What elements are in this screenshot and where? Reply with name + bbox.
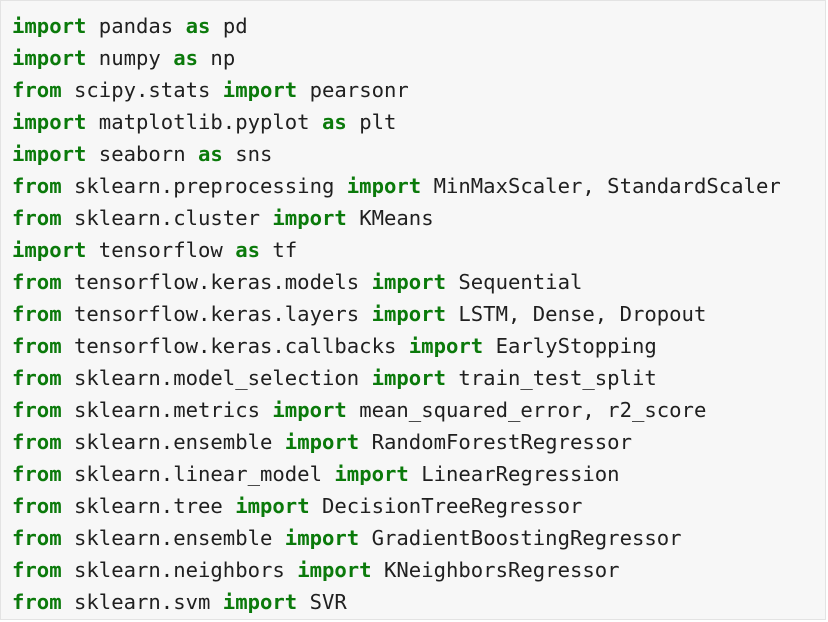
code-keyword: as xyxy=(321,110,347,134)
code-keyword: import xyxy=(371,302,446,326)
code-keyword: import xyxy=(334,462,409,486)
code-text: mean_squared_error, r2_score xyxy=(346,398,707,422)
code-keyword: import xyxy=(284,526,360,550)
code-keyword: from xyxy=(12,590,62,614)
code-keyword: import xyxy=(222,78,298,102)
code-text: tensorflow.keras.models xyxy=(61,270,372,294)
code-keyword: from xyxy=(12,334,62,358)
code-keyword: import xyxy=(12,238,87,262)
code-keyword: import xyxy=(284,430,360,454)
code-keyword: import xyxy=(222,590,298,614)
code-line: import matplotlib.pyplot as plt xyxy=(12,106,781,138)
code-keyword: import xyxy=(12,110,87,134)
code-keyword: from xyxy=(12,366,62,390)
code-text: matplotlib.pyplot xyxy=(86,110,322,134)
code-text: sklearn.ensemble xyxy=(61,430,285,454)
code-keyword: import xyxy=(371,270,446,294)
code-keyword: as xyxy=(185,14,211,38)
code-keyword: as xyxy=(235,238,261,262)
code-keyword: from xyxy=(12,430,62,454)
code-text: DecisionTreeRegressor xyxy=(309,494,583,518)
code-line: from sklearn.metrics import mean_squared… xyxy=(12,394,781,426)
code-line: from sklearn.model_selection import trai… xyxy=(12,362,781,394)
code-keyword: from xyxy=(12,78,62,102)
code-text: tensorflow xyxy=(86,238,236,262)
code-text: RandomForestRegressor xyxy=(359,430,632,454)
code-text: tensorflow.keras.layers xyxy=(61,302,372,326)
code-line: import numpy as np xyxy=(12,42,781,74)
code-line: from sklearn.ensemble import GradientBoo… xyxy=(12,522,781,554)
code-text: sklearn.preprocessing xyxy=(61,174,347,198)
code-line: from sklearn.neighbors import KNeighbors… xyxy=(12,554,781,586)
code-text: pearsonr xyxy=(297,78,409,102)
code-keyword: import xyxy=(297,558,372,582)
code-keyword: import xyxy=(235,494,310,518)
code-keyword: from xyxy=(12,174,62,198)
code-keyword: from xyxy=(12,270,62,294)
code-text: LSTM, Dense, Dropout xyxy=(445,302,707,326)
code-keyword: from xyxy=(12,526,62,550)
code-line: from sklearn.ensemble import RandomFores… xyxy=(12,426,781,458)
code-text: sklearn.model_selection xyxy=(61,366,372,390)
code-text: KMeans xyxy=(346,206,434,230)
code-line: from sklearn.linear_model import LinearR… xyxy=(12,458,781,490)
code-text: EarlyStopping xyxy=(483,334,657,358)
code-line: from sklearn.cluster import KMeans xyxy=(12,202,781,234)
code-keyword: from xyxy=(12,398,62,422)
code-text: sklearn.linear_model xyxy=(61,462,335,486)
code-text: np xyxy=(198,46,236,70)
code-keyword: import xyxy=(12,46,87,70)
code-text: pd xyxy=(210,14,248,38)
code-keyword: as xyxy=(173,46,199,70)
code-keyword: import xyxy=(272,206,347,230)
code-text: sns xyxy=(222,142,273,166)
code-text: scipy.stats xyxy=(61,78,223,102)
code-line: from scipy.stats import pearsonr xyxy=(12,74,781,106)
code-keyword: import xyxy=(12,14,87,38)
code-line: from sklearn.preprocessing import MinMax… xyxy=(12,170,781,202)
code-keyword: import xyxy=(272,398,347,422)
code-text: plt xyxy=(346,110,397,134)
code-text: Sequential xyxy=(445,270,583,294)
code-text: sklearn.cluster xyxy=(61,206,273,230)
code-line: from tensorflow.keras.layers import LSTM… xyxy=(12,298,781,330)
code-text: sklearn.tree xyxy=(61,494,236,518)
code-keyword: from xyxy=(12,206,62,230)
code-keyword: from xyxy=(12,494,62,518)
code-line: from tensorflow.keras.callbacks import E… xyxy=(12,330,781,362)
code-text: MinMaxScaler, StandardScaler xyxy=(421,174,781,198)
code-text: tf xyxy=(260,238,298,262)
code-text: sklearn.ensemble xyxy=(61,526,285,550)
code-text: sklearn.metrics xyxy=(61,398,273,422)
code-line: import tensorflow as tf xyxy=(12,234,781,266)
code-keyword: from xyxy=(12,462,62,486)
code-line: from sklearn.svm import SVR xyxy=(12,586,781,618)
code-text: sklearn.svm xyxy=(61,590,223,614)
code-line: from tensorflow.keras.models import Sequ… xyxy=(12,266,781,298)
code-line: from sklearn.tree import DecisionTreeReg… xyxy=(12,490,781,522)
code-text: tensorflow.keras.callbacks xyxy=(61,334,409,358)
code-text: pandas xyxy=(86,14,186,38)
code-text: KNeighborsRegressor xyxy=(371,558,620,582)
code-keyword: import xyxy=(408,334,484,358)
code-text: numpy xyxy=(86,46,174,70)
code-text: seaborn xyxy=(86,142,198,166)
code-text: train_test_split xyxy=(445,366,657,390)
code-line: import pandas as pd xyxy=(12,10,781,42)
code-text: sklearn.neighbors xyxy=(61,558,298,582)
code-keyword: from xyxy=(12,558,62,582)
code-keyword: import xyxy=(12,142,87,166)
code-keyword: as xyxy=(198,142,223,166)
code-keyword: import xyxy=(346,174,422,198)
code-keyword: import xyxy=(371,366,446,390)
code-text: SVR xyxy=(297,590,347,614)
code-text: GradientBoostingRegressor xyxy=(359,526,682,550)
code-text: LinearRegression xyxy=(408,462,620,486)
code-keyword: from xyxy=(12,302,62,326)
code-line: import seaborn as sns xyxy=(12,138,781,170)
